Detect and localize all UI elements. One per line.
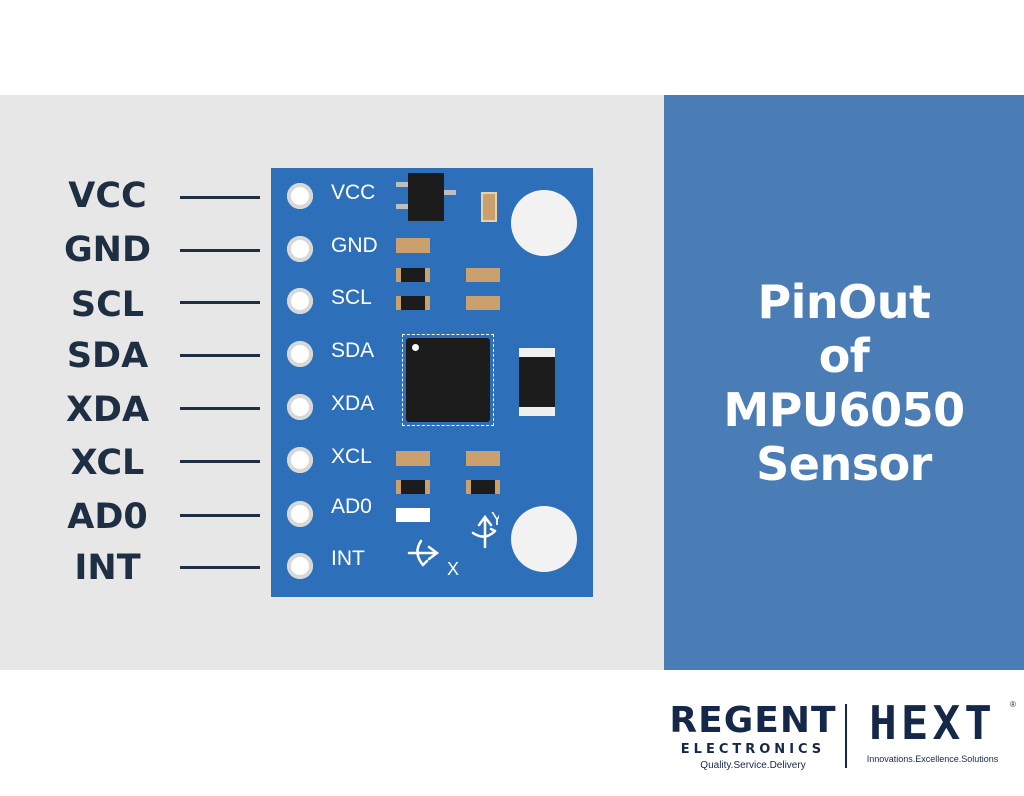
leader-line-xcl xyxy=(180,460,260,463)
logo-regent-text: REGENT xyxy=(669,700,837,741)
resistor xyxy=(396,296,430,310)
silk-int: INT xyxy=(331,547,365,570)
silk-scl: SCL xyxy=(331,286,372,309)
capacitor xyxy=(481,192,497,222)
silk-xda: XDA xyxy=(331,392,375,415)
capacitor xyxy=(466,451,500,466)
pad-xcl xyxy=(287,447,313,473)
pad-sda xyxy=(287,341,313,367)
pad-scl xyxy=(287,288,313,314)
capacitor xyxy=(466,268,500,282)
resistor xyxy=(396,268,430,282)
logo-electronics-text: ELECTRONICS xyxy=(680,742,826,757)
axis-x-label: X xyxy=(447,559,459,579)
chip-pin1-marker xyxy=(412,344,419,351)
mounting-hole-bottom xyxy=(511,506,577,572)
pad-ad0 xyxy=(287,501,313,527)
regulator-pin xyxy=(444,190,456,195)
resistor xyxy=(466,480,500,494)
leader-line-gnd xyxy=(180,249,260,252)
capacitor xyxy=(396,451,430,466)
capacitor-large xyxy=(519,348,555,416)
voltage-regulator xyxy=(408,173,444,221)
pin-label-gnd: GND xyxy=(63,230,152,270)
pad-int xyxy=(287,553,313,579)
pin-label-ad0: AD0 xyxy=(67,497,148,537)
logo-hext-tagline: Innovations.Excellence.Solutions xyxy=(866,754,999,764)
panel-title: PinOut of MPU6050 Sensor xyxy=(723,274,965,491)
silk-xcl: XCL xyxy=(331,445,372,468)
logo-registered-mark: ® xyxy=(1010,700,1016,709)
capacitor xyxy=(466,296,500,310)
pin-label-xda: XDA xyxy=(65,390,150,430)
logo-regent-tagline: Quality.Service.Delivery xyxy=(700,760,806,771)
regulator-pin xyxy=(396,182,408,187)
pad-xda xyxy=(287,394,313,420)
leader-line-vcc xyxy=(180,196,260,199)
silk-ad0: AD0 xyxy=(331,495,372,518)
silk-vcc: VCC xyxy=(331,181,376,204)
resistor xyxy=(396,480,430,494)
title-panel: PinOut of MPU6050 Sensor xyxy=(664,95,1024,670)
regulator-pin xyxy=(396,204,408,209)
leader-line-ad0 xyxy=(180,514,260,517)
axis-y-label: Y xyxy=(491,509,499,529)
mpu6050-chip xyxy=(406,338,490,422)
pin-label-vcc: VCC xyxy=(68,176,147,216)
pad-vcc xyxy=(287,183,313,209)
mounting-hole-top xyxy=(511,190,577,256)
leader-line-xda xyxy=(180,407,260,410)
pad-gnd xyxy=(287,236,313,262)
logo-hext-text: HEXT xyxy=(869,696,996,750)
pin-label-int: INT xyxy=(74,548,141,588)
pin-label-xcl: XCL xyxy=(70,443,145,483)
capacitor xyxy=(396,238,430,253)
silk-gnd: GND xyxy=(331,234,378,257)
axis-rotation-icon: X Y xyxy=(407,509,499,579)
leader-line-int xyxy=(180,566,260,569)
leader-line-sda xyxy=(180,354,260,357)
mpu6050-board: VCC GND SCL SDA XDA XCL AD0 INT X Y xyxy=(271,168,593,597)
pin-label-sda: SDA xyxy=(66,336,149,376)
logo-divider xyxy=(845,704,847,768)
company-logo: REGENT ELECTRONICS Quality.Service.Deliv… xyxy=(660,696,1020,780)
leader-line-scl xyxy=(180,301,260,304)
pin-label-scl: SCL xyxy=(70,285,145,325)
imu-chip-outline xyxy=(402,334,494,426)
led xyxy=(396,508,430,522)
silk-sda: SDA xyxy=(331,339,375,362)
